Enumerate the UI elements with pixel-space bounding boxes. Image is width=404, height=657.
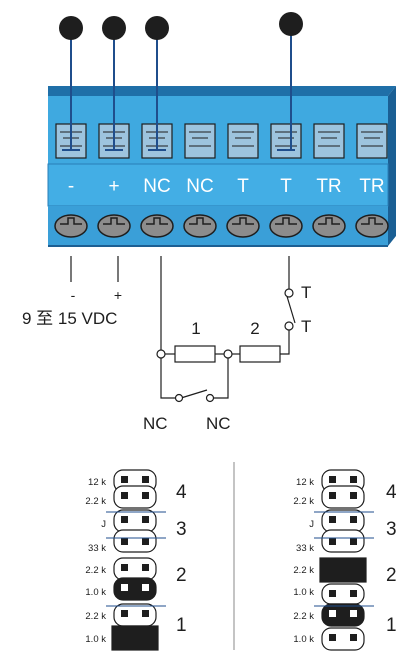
jumper-label: 2.2 k xyxy=(85,611,106,622)
jumper-label: 1.0 k xyxy=(293,634,314,645)
probe-dot xyxy=(59,16,83,40)
terminal-labels: - + NC NC T T TR TR xyxy=(68,176,385,197)
terminal-label-7: TR xyxy=(316,176,341,197)
nc-contact xyxy=(205,393,215,403)
jumper-shunt xyxy=(321,603,365,627)
jumper-label: J xyxy=(309,519,314,530)
jumper-shunt xyxy=(319,557,367,583)
jumper-pins-light xyxy=(329,610,357,617)
alarm-loop xyxy=(156,256,296,403)
probe-wires xyxy=(59,12,303,151)
screw-icon xyxy=(97,214,131,238)
terminal-block-side xyxy=(388,86,396,246)
resistor-2 xyxy=(239,345,281,363)
jumper-panel-1: 12 k 2.2 k J 33 k 2.2 k 1.0 k 2.2 k 1.0 … xyxy=(85,469,187,651)
jumper-lines xyxy=(106,511,166,607)
nc-label-left: NC xyxy=(143,414,168,433)
screw-icon xyxy=(54,214,88,238)
jumper-label: 2.2 k xyxy=(85,496,106,507)
terminal-block: - + NC NC T T TR TR xyxy=(47,12,396,247)
jumper-shunt xyxy=(111,625,159,651)
clamp-6 xyxy=(270,123,302,159)
nc-label-right: NC xyxy=(206,414,231,433)
terminal-block-top-edge xyxy=(48,86,396,96)
nc-contact xyxy=(174,393,184,403)
terminal-screws xyxy=(54,214,389,238)
clamp-8 xyxy=(356,123,388,159)
probe-dot xyxy=(145,16,169,40)
probe-dot xyxy=(279,12,303,36)
jumper-position: 3 xyxy=(176,519,187,540)
jumper-pins xyxy=(329,476,357,641)
screw-icon xyxy=(269,214,303,238)
jumper-label: 2.2 k xyxy=(293,496,314,507)
jumper-header xyxy=(319,469,367,651)
clamp-4 xyxy=(184,123,216,159)
jumper-position: 2 xyxy=(386,565,397,586)
screw-icon xyxy=(140,214,174,238)
jumper-label: 2.2 k xyxy=(85,565,106,576)
power-plus-label: + xyxy=(114,287,122,303)
jumper-right-labels: 4 3 2 1 xyxy=(386,482,397,636)
tamper-contact xyxy=(284,321,294,331)
jumper-left-labels: 12 k 2.2 k J 33 k 2.2 k 1.0 k 2.2 k 1.0 … xyxy=(293,477,314,645)
power-minus-label: - xyxy=(71,287,76,303)
jumper-label: 12 k xyxy=(296,477,314,488)
nc-switch-blade xyxy=(180,389,208,399)
power-voltage-label: 9 至 15 VDC xyxy=(22,309,117,328)
jumper-label: 33 k xyxy=(296,543,314,554)
jumper-pins-light xyxy=(121,584,149,591)
jumper-position: 1 xyxy=(176,615,187,636)
jumper-label: 12 k xyxy=(88,477,106,488)
jumper-label: J xyxy=(101,519,106,530)
jumper-panel-2: 12 k 2.2 k J 33 k 2.2 k 1.0 k 2.2 k 1.0 … xyxy=(293,469,397,651)
terminal-label-4: NC xyxy=(186,176,213,197)
tamper-switch-blade xyxy=(285,292,296,324)
tamper-label-top: T xyxy=(301,283,311,302)
jumper-header xyxy=(111,469,159,651)
terminal-label-1: - xyxy=(68,176,74,197)
jumper-label: 1.0 k xyxy=(85,634,106,645)
screw-icon xyxy=(183,214,217,238)
resistor-1-label: 1 xyxy=(191,319,200,338)
jumper-left-labels: 12 k 2.2 k J 33 k 2.2 k 1.0 k 2.2 k 1.0 … xyxy=(85,477,106,645)
screw-icon xyxy=(226,214,260,238)
terminal-label-8: TR xyxy=(359,176,384,197)
jumper-position: 4 xyxy=(176,482,187,503)
clamp-7 xyxy=(313,123,345,159)
terminal-label-5: T xyxy=(237,176,249,197)
tamper-label-bottom: T xyxy=(301,317,311,336)
terminal-label-6: T xyxy=(280,176,292,197)
jumper-label: 1.0 k xyxy=(85,587,106,598)
jumper-lines xyxy=(314,511,374,607)
terminal-label-strip xyxy=(47,163,389,207)
jumper-pins xyxy=(121,476,149,617)
terminal-label-3: NC xyxy=(143,176,170,197)
resistor-1 xyxy=(174,345,216,363)
jumper-position: 1 xyxy=(386,615,397,636)
screw-icon xyxy=(312,214,346,238)
probe-dot xyxy=(102,16,126,40)
jumper-position: 4 xyxy=(386,482,397,503)
jumper-right-labels: 4 3 2 1 xyxy=(176,482,187,636)
jumper-position: 2 xyxy=(176,565,187,586)
jumper-label: 1.0 k xyxy=(293,587,314,598)
screw-icon xyxy=(355,214,389,238)
tamper-contact xyxy=(284,288,294,298)
loop-node xyxy=(223,349,233,359)
loop-node xyxy=(156,349,166,359)
terminal-label-2: + xyxy=(108,176,119,197)
jumper-label: 33 k xyxy=(88,543,106,554)
resistor-2-label: 2 xyxy=(250,319,259,338)
jumper-shunt xyxy=(113,577,157,601)
jumper-position: 3 xyxy=(386,519,397,540)
jumper-label: 2.2 k xyxy=(293,611,314,622)
jumper-label: 2.2 k xyxy=(293,565,314,576)
loop-labels: 1 2 T T NC NC xyxy=(143,283,311,433)
clamp-5 xyxy=(227,123,259,159)
power-wiring: - + 9 至 15 VDC xyxy=(22,256,122,328)
